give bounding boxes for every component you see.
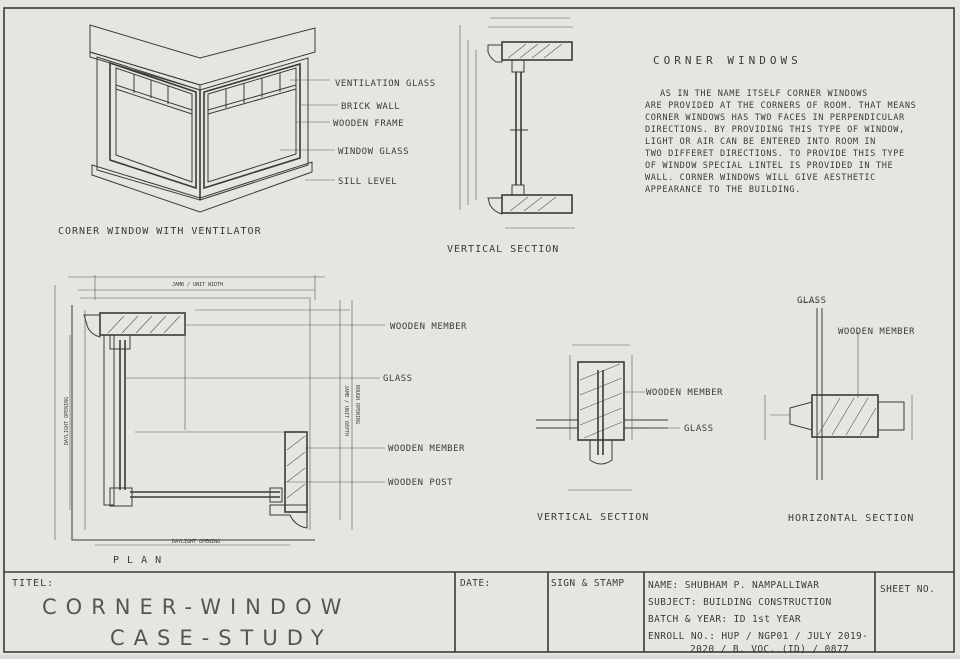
plan-drawing: [54, 275, 385, 546]
description-line-6: TWO DIFFERET DIRECTIONS. TO PROVIDE THIS…: [645, 149, 905, 159]
description-line-1: AS IN THE NAME ITSELF CORNER WINDOWS: [660, 89, 868, 99]
caption-vertical-section-top: VERTICAL SECTION: [447, 244, 559, 255]
hs-label-glass: GLASS: [797, 296, 827, 306]
description-line-9: APPEARANCE TO THE BUILDING.: [645, 185, 801, 195]
plan-label-wooden-member-bottom: WOODEN MEMBER: [388, 444, 465, 454]
vertical-section-top-drawing: [459, 17, 575, 229]
plan-dim-rough-opening: ROUGH OPENING: [354, 385, 360, 424]
title-line-2: CASE-STUDY: [110, 626, 333, 650]
description-line-4: DIRECTIONS. BY PROVIDING THIS TYPE OF WI…: [645, 125, 905, 135]
vs-label-glass: GLASS: [684, 424, 714, 434]
label-wooden-frame: WOODEN FRAME: [333, 119, 404, 129]
label-sill-level: SILL LEVEL: [338, 177, 397, 187]
vertical-section-detail-drawing: [536, 344, 680, 491]
title-line-1: CORNER-WINDOW: [42, 595, 350, 619]
description-line-5: LIGHT OR AIR CAN BE ENTERED INTO ROOM IN: [645, 137, 876, 147]
description-line-8: WALL. CORNER WINDOWS WILL GIVE AESTHETIC: [645, 173, 876, 183]
enroll-line-1: ENROLL NO.: HUP / NGP01 / JULY 2019-: [648, 631, 868, 642]
plan-label-wooden-member-top: WOODEN MEMBER: [390, 322, 467, 332]
title-label: TITEL:: [12, 578, 54, 589]
caption-plan: P L A N: [113, 555, 162, 566]
subject: SUBJECT: BUILDING CONSTRUCTION: [648, 597, 832, 608]
horizontal-section-drawing: [764, 301, 913, 480]
plan-dim-jamb-depth: JAMB / UNIT DEPTH: [343, 385, 349, 436]
date-label: DATE:: [460, 578, 491, 589]
hs-label-wooden-member: WOODEN MEMBER: [838, 327, 915, 337]
description-heading: CORNER WINDOWS: [653, 54, 802, 67]
title-block: [4, 571, 954, 652]
vs-label-wooden-member: WOODEN MEMBER: [646, 388, 723, 398]
caption-iso-view: CORNER WINDOW WITH VENTILATOR: [58, 226, 262, 237]
plan-dim-daylight-left: DAYLIGHT OPENING: [64, 397, 70, 445]
batch-year: BATCH & YEAR: ID 1st YEAR: [648, 614, 801, 625]
enroll-line-2: 2020 / B. VOC. (ID) / 0877: [690, 644, 849, 655]
iso-corner-window: [89, 24, 338, 213]
plan-dim-daylight-bottom: DAYLIGHT OPENING: [172, 539, 220, 545]
sheet-number-label: SHEET NO.: [880, 584, 935, 595]
label-ventilation-glass: VENTILATION GLASS: [335, 79, 436, 89]
description-line-2: ARE PROVIDED AT THE CORNERS OF ROOM. THA…: [645, 101, 916, 111]
description-line-7: OF WINDOW SPECIAL LINTEL IS PROVIDED IN …: [645, 161, 893, 171]
plan-label-glass: GLASS: [383, 374, 413, 384]
label-window-glass: WINDOW GLASS: [338, 147, 409, 157]
student-name: NAME: SHUBHAM P. NAMPALLIWAR: [648, 580, 819, 591]
plan-label-wooden-post: WOODEN POST: [388, 478, 453, 488]
label-brick-wall: BRICK WALL: [341, 102, 400, 112]
caption-vertical-section-detail: VERTICAL SECTION: [537, 512, 649, 523]
plan-dim-jamb-width: JAMB / UNIT WIDTH: [172, 282, 223, 288]
caption-horizontal-section: HORIZONTAL SECTION: [788, 513, 914, 524]
description-line-3: CORNER WINDOWS HAS TWO FACES IN PERPENDI…: [645, 113, 905, 123]
sheet-border: [3, 7, 955, 653]
sign-stamp-label: SIGN & STAMP: [551, 578, 624, 589]
